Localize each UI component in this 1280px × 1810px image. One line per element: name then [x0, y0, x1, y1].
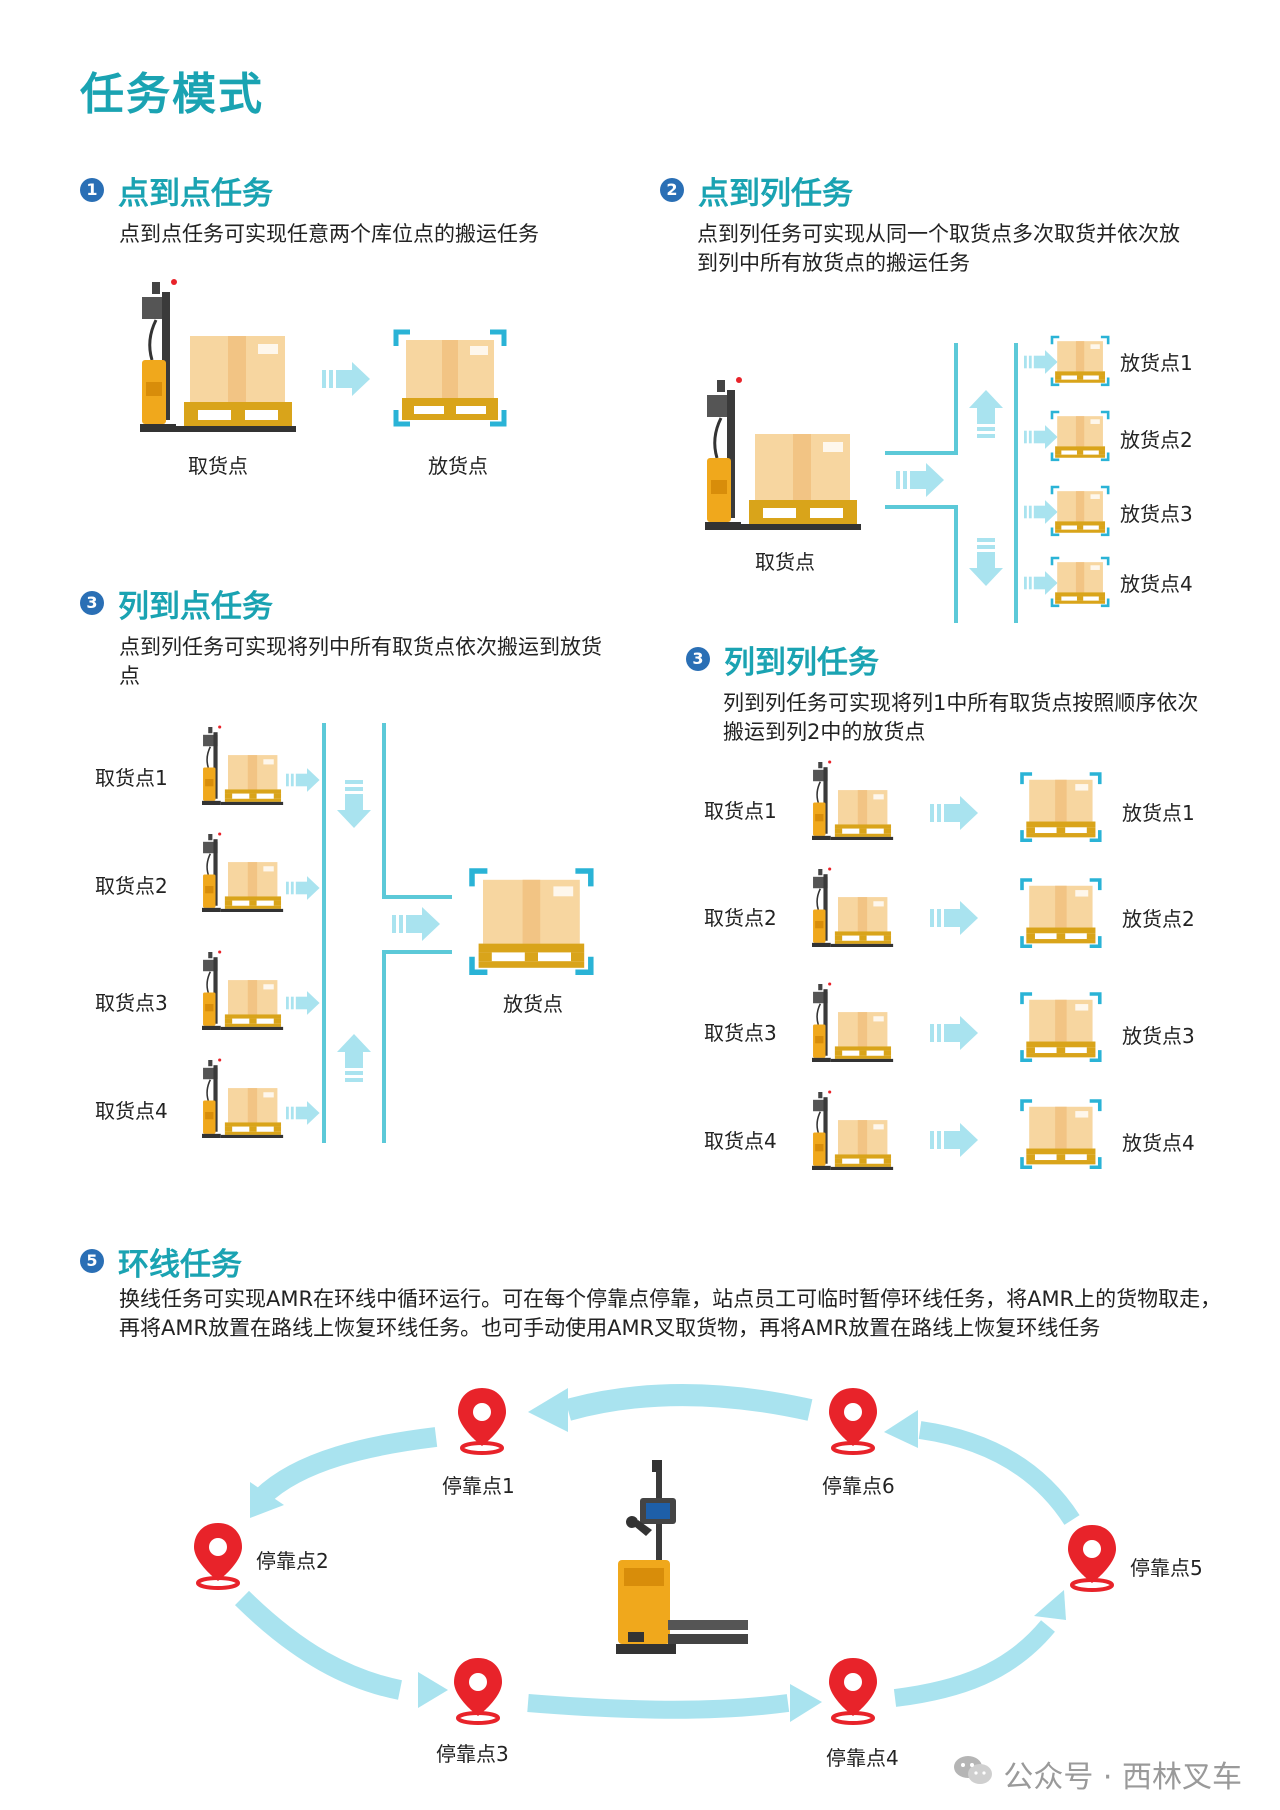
stop-label-5: 停靠点5	[1130, 1556, 1203, 1580]
section-title: 列到列任务	[724, 645, 879, 681]
s3-pickup-label-2: 取货点2	[95, 874, 168, 898]
stop-label-3: 停靠点3	[436, 1742, 509, 1766]
s4-forklifts	[811, 759, 894, 1171]
stop-label-1: 停靠点1	[442, 1474, 515, 1498]
s2-arrow-down	[969, 538, 1003, 586]
section-1-desc: 点到点任务可实现任意两个库位点的搬运任务	[119, 222, 539, 246]
stop-label-6: 停靠点6	[822, 1474, 895, 1498]
s4-targets	[1020, 772, 1102, 1170]
s3-forklifts	[201, 724, 284, 1139]
section-number-badge: 2	[660, 178, 684, 202]
watermark: 公众号 · 西林叉车	[954, 1752, 1242, 1796]
s3-source-arrows	[286, 768, 320, 1125]
s4-pickup-label-3: 取货点3	[704, 1021, 777, 1045]
section-number-badge: 3	[80, 591, 104, 615]
stop-label-4: 停靠点4	[826, 1746, 899, 1770]
s2-pickup-label: 取货点	[755, 550, 815, 574]
section-title: 点到列任务	[698, 176, 853, 212]
s3-arrow-main	[392, 907, 440, 941]
section-number-badge: 5	[80, 1249, 104, 1273]
s4-drop-label-3: 放货点3	[1122, 1024, 1195, 1048]
s3-drop-label: 放货点	[503, 992, 563, 1016]
watermark-text: 公众号 · 西林叉车	[1003, 1760, 1242, 1795]
s4-pickup-label-4: 取货点4	[704, 1129, 777, 1153]
s4-drop-label-1: 放货点1	[1122, 801, 1195, 825]
section-title: 环线任务	[118, 1247, 242, 1283]
s2-drop-label-2: 放货点2	[1120, 428, 1193, 452]
section-4-desc: 列到列任务可实现将列1中所有取货点按照顺序依次搬运到列2中的放货点	[723, 691, 1199, 744]
center-amr-forklift	[616, 1460, 748, 1654]
s2-arrow-main	[896, 463, 944, 497]
section-number-badge: 3	[686, 647, 710, 671]
s1-drop-label: 放货点	[428, 454, 488, 478]
s4-drop-label-4: 放货点4	[1122, 1131, 1195, 1155]
page-title: 任务模式	[80, 69, 264, 120]
s4-arrows	[930, 796, 978, 1157]
loop-arrows	[234, 1384, 1080, 1722]
s3-lines	[322, 723, 452, 1143]
s2-drop-label-4: 放货点4	[1120, 572, 1193, 596]
section-number-badge: 1	[80, 178, 104, 202]
s2-arrow-up	[969, 390, 1003, 438]
s1-forklift	[138, 277, 298, 434]
s2-drop-label-3: 放货点3	[1120, 502, 1193, 526]
section-title: 列到点任务	[118, 589, 273, 625]
section-2-desc: 点到列任务可实现从同一个取货点多次取货并依次放到列中所有放货点的搬运任务	[697, 222, 1180, 275]
section-5-desc: 换线任务可实现AMR在环线中循环运行。可在每个停靠点停靠，站点员工可临时暂停环线…	[119, 1287, 1222, 1340]
s4-pickup-label-2: 取货点2	[704, 906, 777, 930]
wechat-icon	[954, 1756, 993, 1784]
s2-forklift	[703, 375, 863, 532]
stop-label-2: 停靠点2	[256, 1549, 329, 1573]
s2-targets	[1050, 335, 1110, 608]
s3-target	[472, 871, 591, 972]
s3-pickup-label-3: 取货点3	[95, 991, 168, 1015]
s3-arrow-down	[337, 780, 371, 828]
s1-target	[396, 332, 504, 424]
s3-pickup-label-4: 取货点4	[95, 1099, 168, 1123]
s3-pickup-label-1: 取货点1	[95, 766, 168, 790]
s1-arrow	[322, 362, 370, 396]
s3-arrow-up	[337, 1034, 371, 1082]
s2-lines	[885, 343, 1018, 623]
s4-pickup-label-1: 取货点1	[704, 799, 777, 823]
s1-pickup-label: 取货点	[188, 454, 248, 478]
s2-drop-label-1: 放货点1	[1120, 351, 1193, 375]
section-3-desc: 点到列任务可实现将列中所有取货点依次搬运到放货点	[119, 635, 602, 688]
s4-drop-label-2: 放货点2	[1122, 907, 1195, 931]
section-title: 点到点任务	[118, 176, 273, 212]
